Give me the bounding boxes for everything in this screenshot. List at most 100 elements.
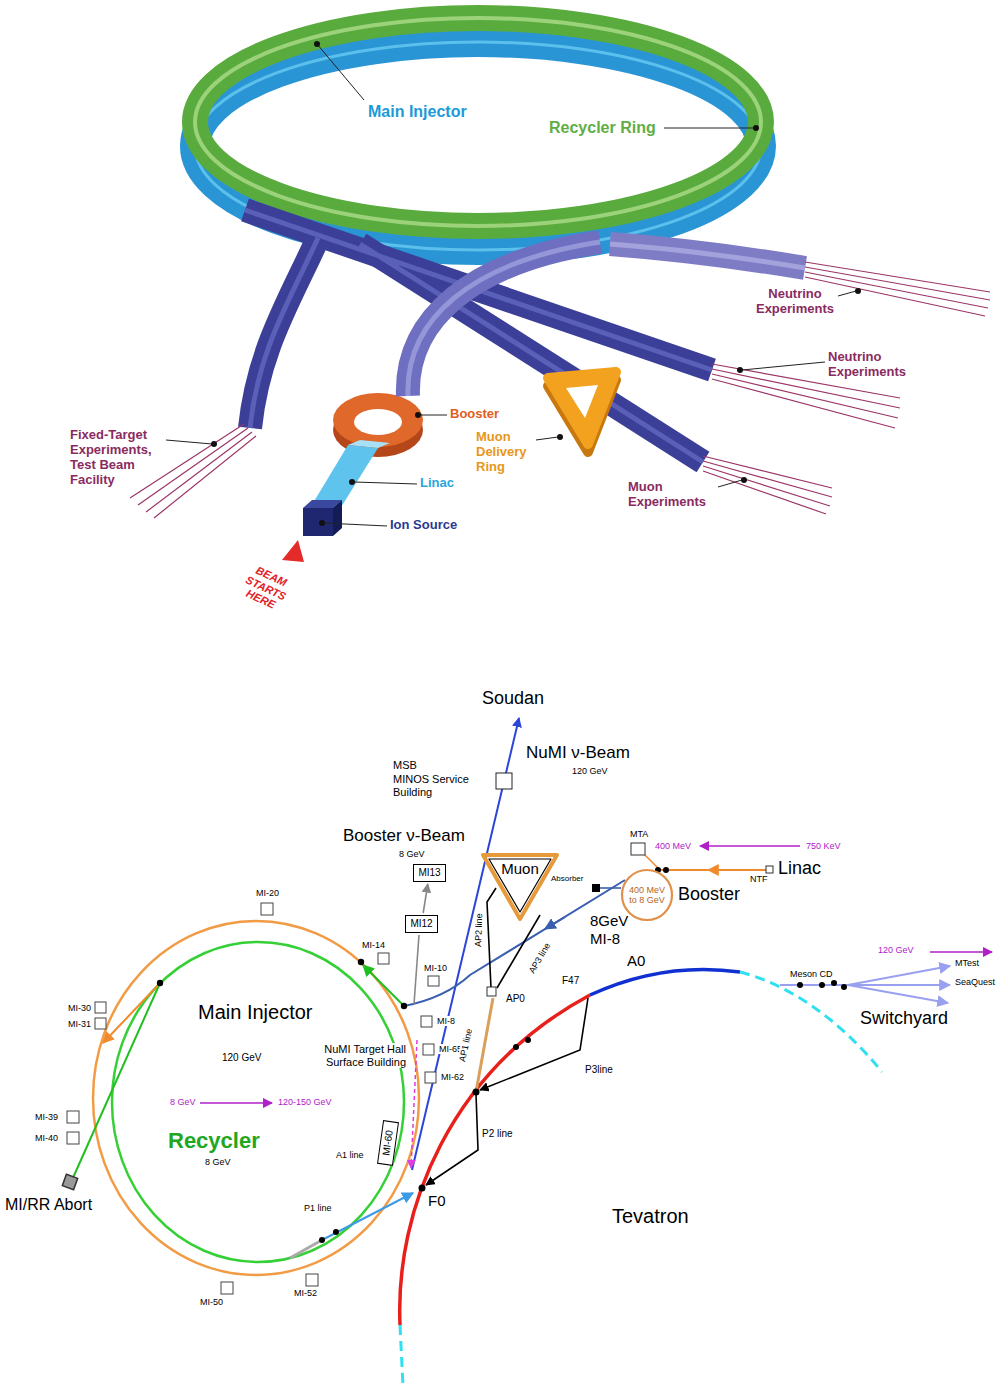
absorber-line [600, 887, 621, 889]
junction-dot [663, 867, 669, 873]
ring-name: Tevatron [612, 1205, 689, 1228]
energy-label: 120 GeV [878, 945, 914, 955]
experiment-beam-fan [130, 424, 256, 518]
station-box [425, 1072, 436, 1083]
energy-label: 120 GeV [222, 1052, 261, 1064]
location-name: AP0 [506, 993, 525, 1005]
station-box [306, 1274, 318, 1286]
beamline [250, 238, 318, 428]
p3-line [480, 998, 588, 1090]
line-name: MI-8 [590, 930, 620, 947]
leader-line [166, 440, 212, 444]
station-name: MI-14 [362, 940, 385, 950]
leader-dot [741, 477, 747, 483]
node-label: 400 MeV to 8 GeV [624, 885, 670, 906]
location-name: A0 [627, 952, 645, 969]
building-name: MSB [393, 759, 417, 772]
station-box [67, 1111, 79, 1123]
station-name: MI-20 [256, 888, 279, 898]
linac-end [766, 866, 773, 873]
ion-source [303, 508, 333, 536]
node-label: MI-60 [381, 1130, 396, 1157]
part-name: Muon Delivery Ring [476, 430, 538, 475]
muon-ring-node: Muon [480, 852, 560, 922]
junction-dot [333, 1229, 339, 1235]
ring-transfer [103, 983, 160, 1043]
switchyard-branch [848, 984, 950, 986]
recycler-ring [195, 18, 761, 226]
station-box [261, 903, 273, 915]
linac-line [660, 869, 768, 871]
energy-arrow [930, 951, 992, 953]
station-name: MI-8 [436, 1016, 456, 1026]
p2-line [426, 1094, 478, 1185]
start-marker [282, 540, 304, 562]
experiment-beam-fan [703, 456, 832, 514]
junction-dot [157, 980, 163, 986]
tevatron-arc [400, 995, 590, 1325]
ap2-line [487, 888, 496, 988]
leader-line [718, 480, 742, 487]
junction-dot [473, 1089, 480, 1096]
abort-block [62, 1174, 77, 1189]
leader-dot [855, 288, 861, 294]
leader-line [664, 128, 754, 129]
line-name: P2 line [482, 1128, 513, 1140]
start-note: BEAM STARTS HERE [233, 559, 300, 617]
linac-arrow [708, 869, 730, 871]
leader-dot [211, 441, 217, 447]
p1-line [290, 1240, 322, 1258]
ring-highlight [195, 18, 761, 226]
junction-dot [401, 1003, 407, 1009]
building-name: NuMI Target Hall Surface Building [300, 1043, 407, 1068]
node-label: Muon [501, 860, 539, 877]
leader-line [838, 291, 856, 296]
energy-label: 8 GeV [170, 1097, 196, 1107]
experiment-name: SeaQuest [955, 977, 995, 987]
ap3-line [497, 915, 540, 988]
station-name: MI-31 [68, 1019, 91, 1029]
energy-label: 400 MeV [655, 841, 691, 851]
energy-label: 8 GeV [399, 849, 425, 859]
muon-ring [483, 855, 557, 919]
line-name: P3line [585, 1064, 613, 1076]
p1-line [322, 1193, 413, 1240]
part-name: Linac [420, 476, 454, 491]
energy-label: 120 GeV [572, 766, 608, 776]
msb-building [496, 773, 512, 789]
part-name: Absorber [551, 874, 583, 883]
a1-line [411, 1040, 417, 1168]
station-box [378, 953, 389, 964]
building-name: NTF [750, 874, 768, 884]
leader-dot [557, 434, 563, 440]
station-box: MI13 [413, 864, 446, 882]
node-label: MI13 [418, 867, 440, 879]
building-box: MI-60 [377, 1120, 399, 1166]
booster-neutrino-line [414, 935, 419, 1004]
beamline-stripe [610, 244, 805, 268]
station-box [95, 1018, 106, 1029]
junction-dot [513, 1044, 519, 1050]
booster-transfer-line [404, 880, 625, 1006]
part-name: Recycler Ring [549, 119, 656, 137]
part-name: Linac [778, 858, 821, 879]
energy-label: 120-150 GeV [278, 1097, 332, 1107]
experiment-name: Fixed-Target Experiments, Test Beam Faci… [70, 428, 164, 488]
linac-top [348, 440, 390, 448]
ap1-line [476, 998, 493, 1092]
node-label: MI12 [410, 918, 432, 930]
junction-dot [358, 959, 364, 965]
station-box [421, 1016, 432, 1027]
leader-line [324, 523, 387, 526]
beamline [610, 244, 805, 268]
leader-dots [211, 41, 861, 526]
station-boxes [67, 903, 439, 1294]
switchyard-line [780, 984, 848, 986]
beam-name: Booster ν-Beam [343, 826, 465, 846]
station-box [428, 976, 439, 986]
main-injector-ring [93, 921, 419, 1275]
line-name: AP2 line [473, 912, 485, 948]
line-name: A1 line [336, 1150, 364, 1160]
destination-name: Soudan [482, 688, 544, 709]
